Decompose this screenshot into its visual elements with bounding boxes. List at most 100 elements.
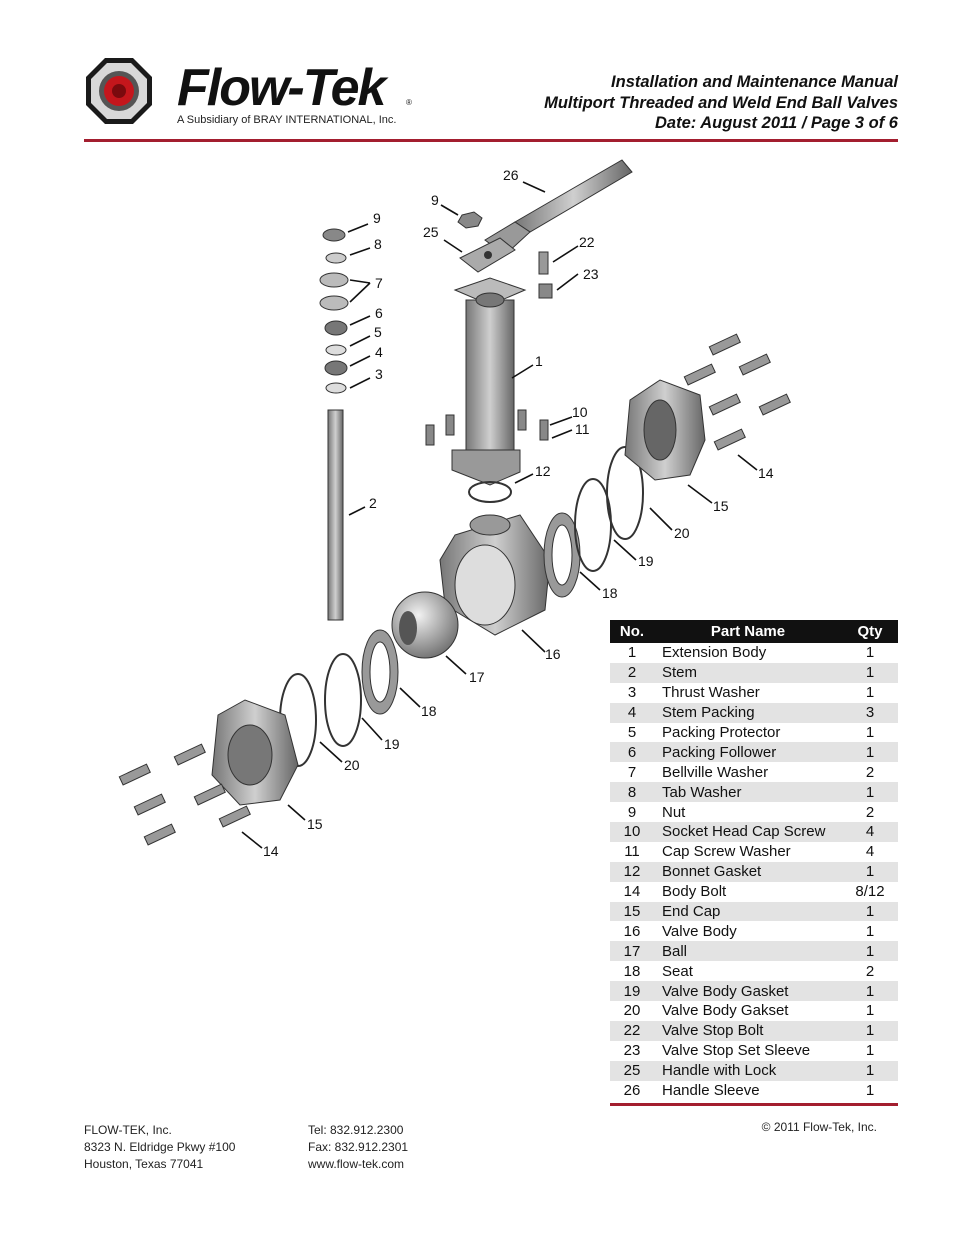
part-name-cell: Stem — [654, 662, 842, 683]
footer-copyright: © 2011 Flow-Tek, Inc. — [761, 1120, 877, 1134]
callout-12: 12 — [535, 463, 551, 479]
footer-tel: Tel: 832.912.2300 — [308, 1123, 404, 1137]
part-name-cell: Packing Follower — [654, 742, 842, 763]
part-number-cell: 22 — [610, 1020, 654, 1041]
title-line-3: Date: August 2011 / Page 3 of 6 — [655, 114, 898, 132]
table-divider — [610, 1103, 898, 1106]
footer-web-link[interactable]: www.flow-tek.com — [308, 1157, 405, 1171]
part-number-cell: 14 — [623, 883, 641, 901]
part-name-cell: Bellville Washer — [662, 763, 769, 781]
part-number-cell: 19 — [610, 981, 654, 1002]
part-qty-cell: 4 — [865, 843, 875, 861]
part-number-cell: 25 — [610, 1060, 654, 1081]
part-name-cell: Cap Screw Washer — [662, 843, 791, 861]
right-body-bolts — [683, 333, 791, 451]
stem-part — [327, 409, 344, 621]
callout-19-left: 19 — [384, 736, 400, 752]
table-row: 11 Cap Screw Washer 4 — [610, 842, 898, 862]
part-qty-cell: 1 — [865, 1042, 875, 1060]
callout-18-left: 18 — [421, 703, 437, 719]
table-row: 7 Bellville Washer 2 — [610, 762, 898, 782]
callout-4: 4 — [375, 344, 383, 360]
callout-labels: 26 9 25 22 23 9 8 7 6 5 4 3 1 10 11 12 2… — [263, 167, 774, 859]
callout-5: 5 — [374, 324, 382, 340]
callout-9-handle: 9 — [431, 192, 439, 208]
part-name-cell: Extension Body — [662, 644, 767, 662]
callout-3: 3 — [375, 366, 383, 382]
part-number-cell: 7 — [627, 763, 637, 781]
part-name-cell: Bonnet Gasket — [654, 861, 842, 882]
part-qty-cell: 1 — [865, 684, 875, 702]
callout-17: 17 — [469, 669, 485, 685]
part-name-cell: Stem Packing — [654, 702, 842, 723]
part-name-cell: Body Bolt — [662, 883, 727, 901]
part-name-cell: Tab Washer — [654, 782, 842, 803]
left-seat-gasket-set — [279, 629, 399, 767]
exploded-valve-diagram: 26 9 25 22 23 9 8 7 6 5 4 3 1 10 11 12 2… — [118, 159, 791, 859]
part-qty-cell: 1 — [842, 981, 898, 1002]
footer-address-line1: 8323 N. Eldridge Pkwy #100 — [84, 1140, 236, 1154]
stem-washer-stack — [319, 228, 349, 394]
callout-11: 11 — [575, 421, 590, 437]
part-number-cell: 11 — [624, 843, 640, 861]
callout-25: 25 — [423, 224, 439, 240]
part-number-cell: 5 — [627, 724, 637, 741]
part-number-cell: 1 — [627, 644, 637, 662]
title-line-1: Installation and Maintenance Manual — [611, 73, 898, 91]
valve-stop-sleeve-part — [538, 283, 553, 299]
flow-tek-logo-icon — [86, 58, 152, 124]
part-name-cell: Seat — [662, 962, 693, 980]
part-number-cell: 18 — [623, 962, 641, 980]
part-qty-cell: 1 — [842, 782, 898, 803]
part-name-cell: Valve Stop Bolt — [654, 1020, 842, 1041]
callout-10: 10 — [572, 404, 588, 420]
footer-address: FLOW-TEK, Inc. 8323 N. Eldridge Pkwy #10… — [84, 1122, 235, 1173]
part-name-cell: Thrust Washer — [662, 684, 760, 702]
registered-mark: ® — [406, 98, 412, 107]
part-name-cell: Socket Head Cap Screw — [654, 822, 842, 842]
callout-15-right: 15 — [713, 498, 729, 514]
part-number-cell: 10 — [610, 822, 654, 842]
part-qty-cell: 2 — [865, 763, 875, 781]
callout-20-right: 20 — [674, 525, 690, 541]
callout-23: 23 — [583, 266, 599, 282]
part-qty-cell: 1 — [865, 724, 875, 741]
right-end-cap-part — [624, 379, 706, 481]
table-row: 1 Extension Body 1 — [610, 643, 898, 663]
part-qty-cell: 1 — [865, 1002, 875, 1020]
part-name-cell: Valve Body — [662, 922, 737, 940]
brand-wordmark: Flow-Tek — [177, 59, 386, 117]
part-name-cell: Ball — [654, 941, 842, 962]
callout-18-right: 18 — [602, 585, 618, 601]
part-qty-cell: 3 — [842, 702, 898, 723]
column-header-qty: Qty — [842, 620, 898, 643]
part-qty-cell: 1 — [842, 1060, 898, 1081]
part-number-cell: 23 — [623, 1042, 641, 1060]
part-number-cell: 26 — [623, 1082, 641, 1100]
part-qty-cell: 2 — [865, 803, 875, 821]
footer-company: FLOW-TEK, Inc. — [84, 1123, 172, 1137]
part-qty-cell: 1 — [842, 901, 898, 922]
callout-14-left: 14 — [263, 843, 279, 859]
part-number-cell: 4 — [610, 702, 654, 723]
part-number-cell: 15 — [610, 901, 654, 922]
part-qty-cell: 1 — [865, 644, 875, 662]
callout-19-right: 19 — [638, 553, 654, 569]
callout-14-right: 14 — [758, 465, 774, 481]
part-name-cell: Nut — [662, 803, 686, 821]
callout-15-left: 15 — [307, 816, 323, 832]
header-divider — [84, 139, 898, 142]
